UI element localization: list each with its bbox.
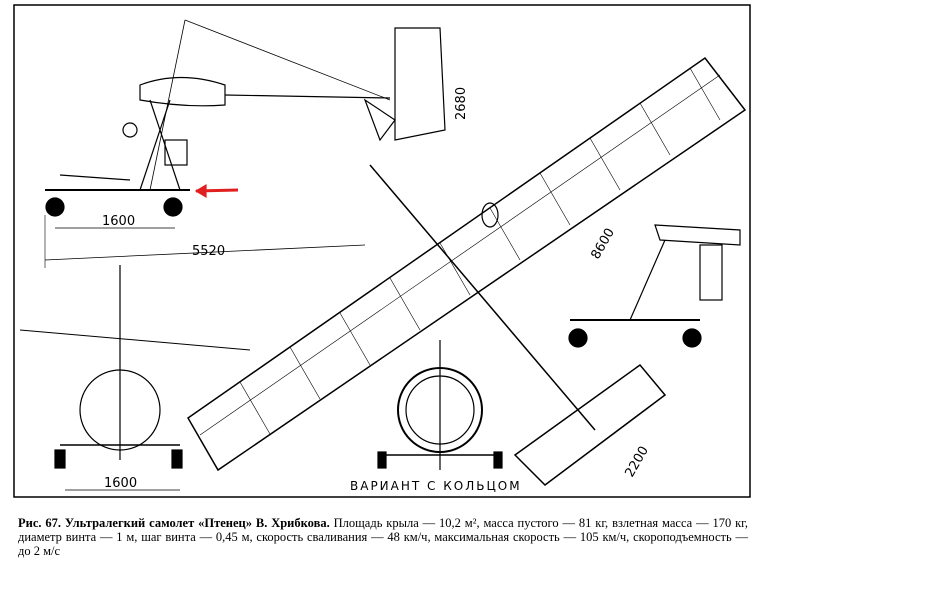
rear-wheel bbox=[163, 197, 183, 217]
side-view bbox=[44, 19, 396, 268]
front-wheel bbox=[45, 197, 65, 217]
dim-tail-span: 2200 bbox=[622, 444, 652, 480]
variant-label: ВАРИАНТ С КОЛЬЦОМ bbox=[350, 479, 522, 493]
aircraft-drawing: 1600 5520 2680 8600 2200 1600 bbox=[13, 4, 751, 498]
front-view bbox=[19, 265, 251, 491]
ring-variant-view bbox=[377, 340, 503, 470]
figure-caption: Рис. 67. Ультралегкий самолет «Птенец» В… bbox=[18, 516, 748, 558]
dim-height: 2680 bbox=[454, 87, 469, 120]
dim-wheelbase: 1600 bbox=[102, 214, 135, 229]
caption-text: Площадь крыла — 10,2 м², масса пустого —… bbox=[18, 516, 749, 558]
dim-track: 1600 bbox=[104, 476, 137, 491]
caption-title: Рис. 67. Ультралегкий самолет «Птенец» В… bbox=[18, 516, 330, 530]
drawing-frame bbox=[13, 4, 751, 498]
side-view-ring bbox=[568, 224, 741, 348]
top-view bbox=[187, 56, 747, 486]
dim-wingspan: 8600 bbox=[588, 226, 618, 262]
dim-length: 5520 bbox=[192, 244, 225, 259]
